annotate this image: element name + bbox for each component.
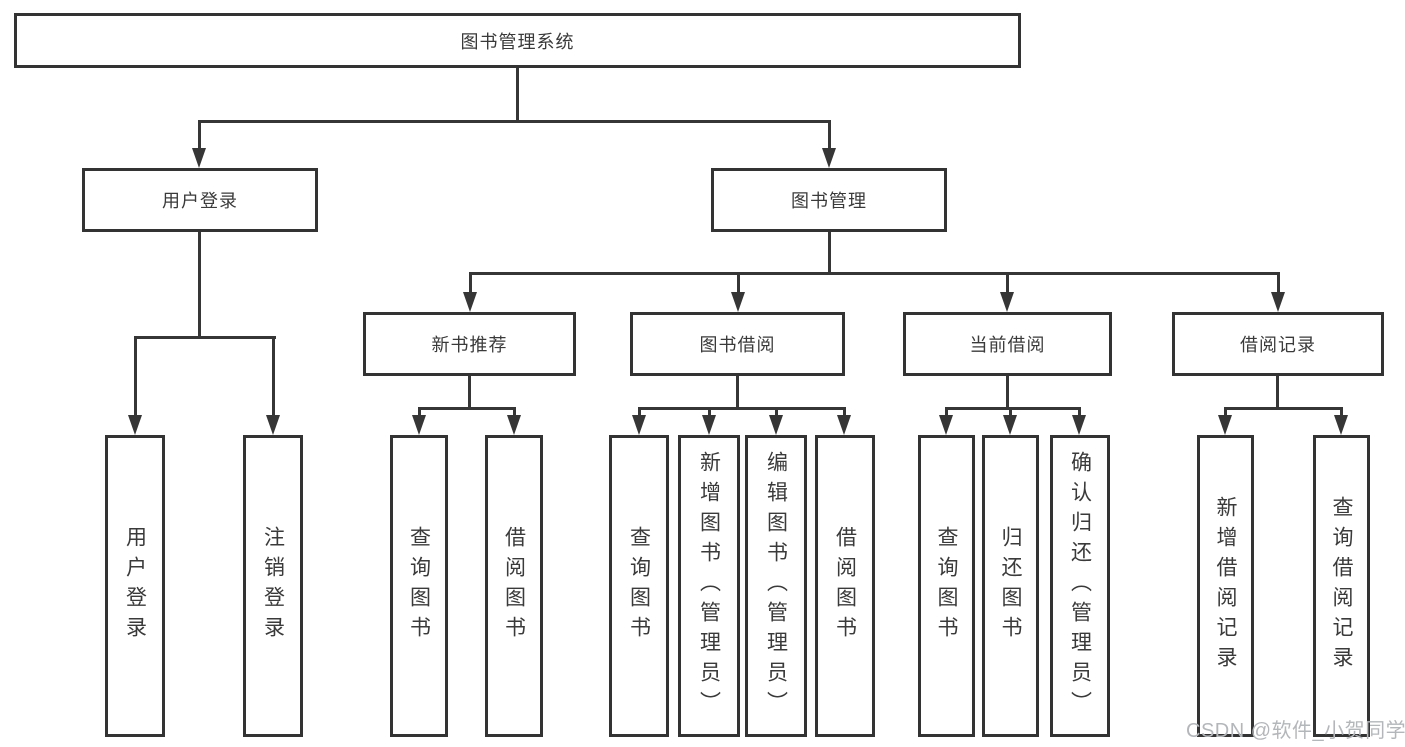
- arrow-to-current-return: [1003, 415, 1017, 435]
- node-login-label: 用户登录: [162, 191, 238, 211]
- arrow-to-user-login: [128, 415, 142, 435]
- node-current: 当前借阅: [903, 312, 1112, 376]
- node-user-login: 用户登录: [105, 435, 165, 737]
- node-root: 图书管理系统: [14, 13, 1021, 68]
- node-current-return-books: 归还图书: [982, 435, 1039, 737]
- node-management: 图书管理: [711, 168, 947, 232]
- connector-recommend-hline: [418, 407, 516, 410]
- node-borrow-edit-books: 编辑图书（管理员）: [745, 435, 807, 737]
- node-user-login-label: 用户登录: [123, 526, 147, 646]
- connector-login-drop: [198, 120, 201, 150]
- node-current-label: 当前借阅: [969, 335, 1046, 355]
- arrow-to-borrow: [731, 292, 745, 312]
- arrow-to-recommend-query: [412, 415, 426, 435]
- node-current-return-books-label: 归还图书: [999, 526, 1022, 646]
- node-current-query-books: 查询图书: [918, 435, 975, 737]
- node-borrow-label: 图书借阅: [699, 335, 776, 355]
- node-borrow-edit-books-label: 编辑图书（管理员）: [764, 451, 788, 721]
- arrow-to-login: [192, 148, 206, 168]
- arrow-to-records-add: [1218, 415, 1232, 435]
- connector-recommend-borrow-drop: [513, 407, 516, 417]
- node-borrow-add-books-label: 新增图书（管理员）: [697, 451, 721, 721]
- connector-borrow-borrow-drop: [843, 407, 846, 417]
- node-login: 用户登录: [82, 168, 318, 232]
- arrow-to-borrow-edit: [769, 415, 783, 435]
- connector-current-return-drop: [1009, 407, 1012, 417]
- node-logout-label: 注销登录: [261, 526, 285, 646]
- node-recommend-borrow-books: 借阅图书: [485, 435, 543, 737]
- node-recommend-borrow-books-label: 借阅图书: [502, 526, 526, 646]
- connector-borrow-drop: [737, 272, 740, 292]
- connector-records-drop: [1277, 272, 1280, 292]
- connector-root-stem: [516, 68, 519, 120]
- node-current-confirm-return: 确认归还（管理员）: [1050, 435, 1110, 737]
- arrow-to-recommend-borrow: [507, 415, 521, 435]
- node-current-query-books-label: 查询图书: [935, 526, 958, 646]
- arrow-to-management: [822, 148, 836, 168]
- csdn-watermark: CSDN @软件_小贺同学: [1186, 720, 1405, 742]
- connector-records-add-drop: [1224, 407, 1227, 417]
- arrow-to-borrow-borrow: [837, 415, 851, 435]
- connector-management-drop: [828, 120, 831, 150]
- node-borrow-add-books: 新增图书（管理员）: [678, 435, 740, 737]
- connector-recommend-stem: [468, 376, 471, 407]
- connector-current-drop: [1006, 272, 1009, 292]
- connector-management-hline: [469, 272, 1280, 275]
- node-management-label: 图书管理: [791, 191, 867, 211]
- connector-current-confirm-drop: [1078, 407, 1081, 417]
- node-records-query-record: 查询借阅记录: [1313, 435, 1370, 737]
- arrow-to-borrow-add: [702, 415, 716, 435]
- node-borrow-query-books: 查询图书: [609, 435, 669, 737]
- node-recommend: 新书推荐: [363, 312, 576, 376]
- arrow-to-recommend: [463, 292, 477, 312]
- node-records-query-record-label: 查询借阅记录: [1330, 496, 1353, 676]
- node-logout: 注销登录: [243, 435, 303, 737]
- node-records-add-record: 新增借阅记录: [1197, 435, 1254, 737]
- arrow-to-logout: [266, 415, 280, 435]
- node-recommend-label: 新书推荐: [431, 335, 508, 355]
- connector-login-stem: [198, 232, 201, 336]
- connector-recommend-drop: [469, 272, 472, 292]
- node-root-label: 图书管理系统: [460, 31, 575, 52]
- connector-records-query-drop: [1340, 407, 1343, 417]
- connector-borrow-hline: [638, 407, 846, 410]
- node-records-label: 借阅记录: [1240, 335, 1316, 355]
- arrow-to-current-query: [939, 415, 953, 435]
- node-records-add-record-label: 新增借阅记录: [1214, 496, 1237, 676]
- node-current-confirm-return-label: 确认归还（管理员）: [1068, 451, 1092, 721]
- connector-records-stem: [1276, 376, 1279, 407]
- arrow-to-records-query: [1334, 415, 1348, 435]
- connector-borrow-edit-drop: [775, 407, 778, 417]
- node-borrow-query-books-label: 查询图书: [627, 526, 651, 646]
- connector-logout-drop: [272, 336, 275, 415]
- node-recommend-query-books: 查询图书: [390, 435, 448, 737]
- arrow-to-records: [1271, 292, 1285, 312]
- node-records: 借阅记录: [1172, 312, 1384, 376]
- node-recommend-query-books-label: 查询图书: [407, 526, 431, 646]
- connector-borrow-add-drop: [708, 407, 711, 417]
- connector-current-hline: [945, 407, 1081, 410]
- node-borrow-borrow-books: 借阅图书: [815, 435, 875, 737]
- connector-login-hline: [134, 336, 276, 339]
- connector-borrow-query-drop: [638, 407, 641, 417]
- connector-current-query-drop: [945, 407, 948, 417]
- arrow-to-current-confirm: [1072, 415, 1086, 435]
- node-borrow: 图书借阅: [630, 312, 845, 376]
- connector-current-stem: [1006, 376, 1009, 407]
- node-borrow-borrow-books-label: 借阅图书: [833, 526, 857, 646]
- connector-borrow-stem: [736, 376, 739, 407]
- connector-user-login-drop: [134, 336, 137, 415]
- arrow-to-borrow-query: [632, 415, 646, 435]
- connector-management-stem: [828, 232, 831, 272]
- connector-root-hline: [198, 120, 831, 123]
- connector-recommend-query-drop: [418, 407, 421, 417]
- connector-records-hline: [1224, 407, 1343, 410]
- arrow-to-current: [1000, 292, 1014, 312]
